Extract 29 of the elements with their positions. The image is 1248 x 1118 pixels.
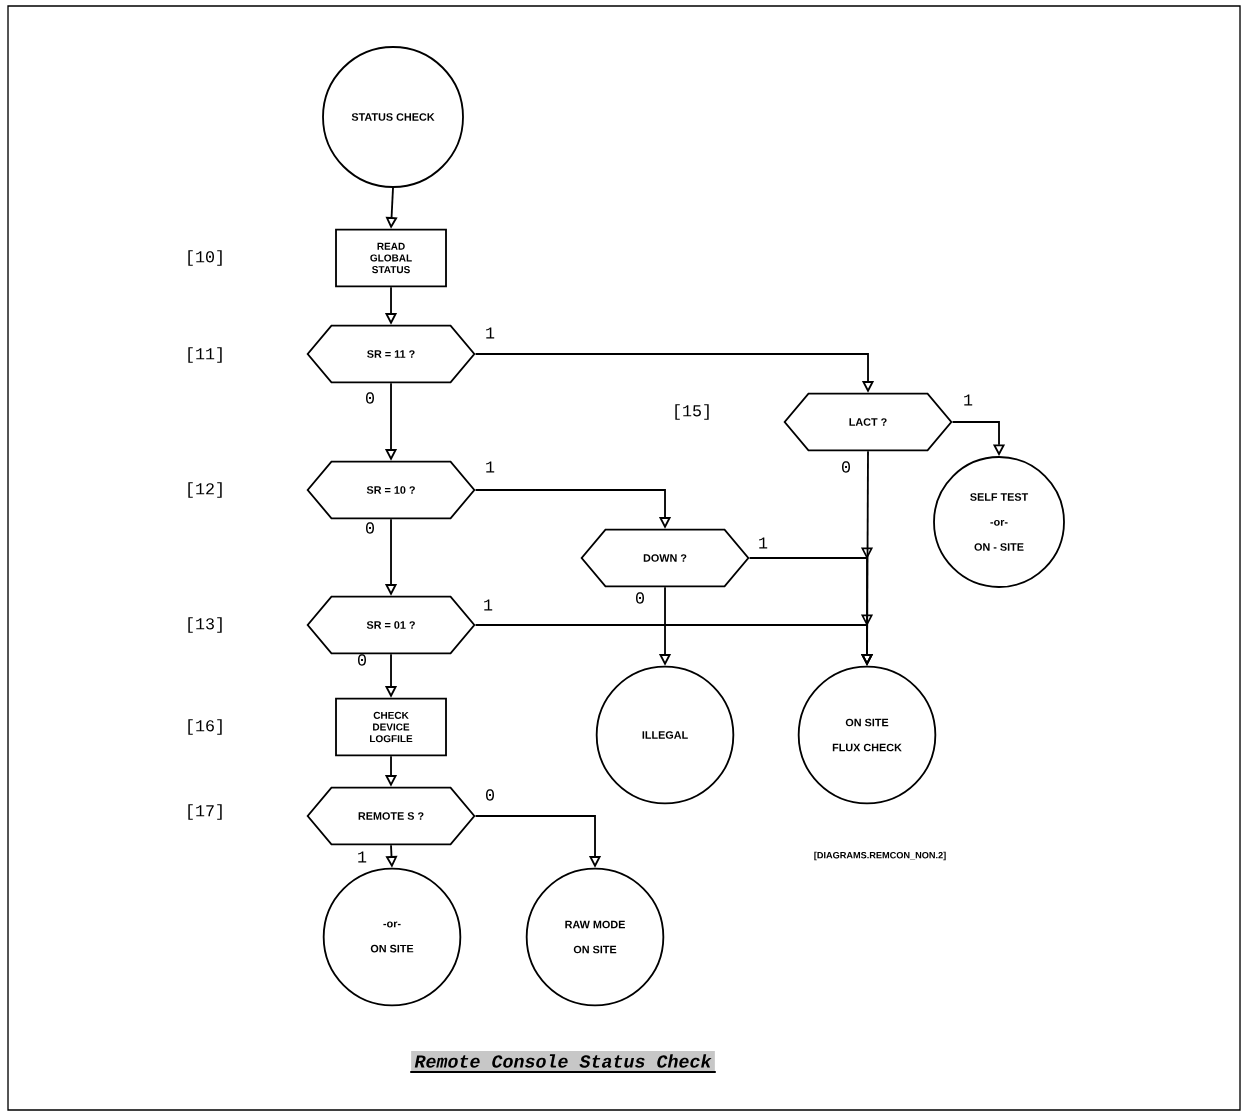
edge-label: 0 bbox=[358, 654, 366, 666]
step-number: [17] bbox=[188, 804, 222, 820]
edge-label: 1 bbox=[486, 461, 495, 473]
edge-label: 1 bbox=[964, 394, 973, 406]
step-number: [16] bbox=[188, 719, 222, 735]
edge-label: 1 bbox=[484, 599, 493, 611]
decision-hexagon: REMOTE S ? bbox=[306, 786, 476, 846]
decision-hexagon: DOWN ? bbox=[580, 528, 750, 588]
decision-hexagon: SR = 01 ? bbox=[306, 595, 476, 655]
caption: Remote Console Status Check bbox=[409, 1050, 717, 1073]
edge-label: 0 bbox=[842, 461, 850, 473]
decision-hexagon: LACT ? bbox=[783, 392, 953, 452]
edge-label: 0 bbox=[636, 592, 644, 604]
step-number: [10] bbox=[188, 250, 222, 266]
edge-label: 0 bbox=[366, 522, 374, 534]
process-box: READ GLOBAL STATUS bbox=[335, 228, 447, 288]
step-number: [11] bbox=[188, 347, 222, 363]
process-box: CHECK DEVICE LOGFILE bbox=[335, 697, 447, 757]
edge-label: 1 bbox=[358, 851, 367, 863]
edge-label: 1 bbox=[759, 537, 768, 549]
decision-hexagon: SR = 11 ? bbox=[306, 324, 476, 384]
edge-label: 1 bbox=[486, 327, 495, 339]
step-number: [12] bbox=[188, 482, 222, 498]
edge-label: 0 bbox=[486, 789, 494, 801]
step-number: [15] bbox=[675, 404, 709, 420]
step-number: [13] bbox=[188, 617, 222, 633]
edge-label: 0 bbox=[366, 392, 374, 404]
file-reference: [DIAGRAMS.REMCON_NON.2] bbox=[814, 851, 946, 861]
decision-hexagon: SR = 10 ? bbox=[306, 460, 476, 520]
